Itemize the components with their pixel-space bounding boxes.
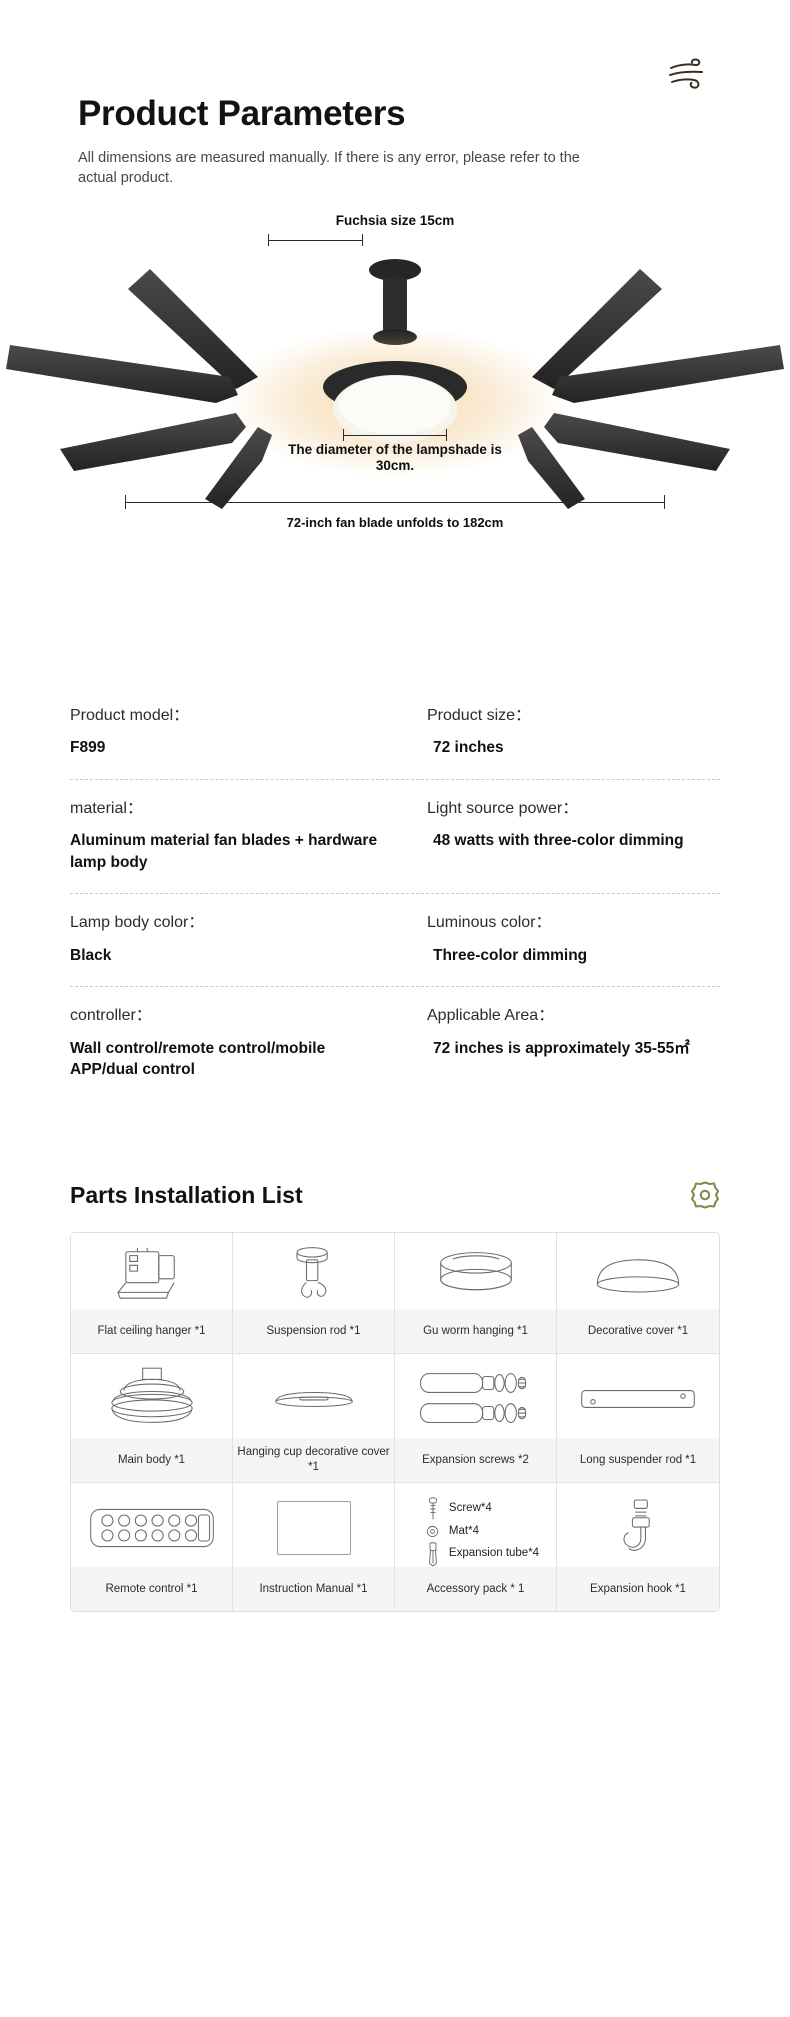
page-header: Product Parameters All dimensions are me… (0, 0, 790, 189)
part-label: Hanging cup decorative cover *1 (233, 1438, 394, 1483)
shade-dimension-label: The diameter of the lampshade is 30cm. (288, 441, 502, 474)
part-cell-accessory-pack[interactable]: Screw*4 Mat*4 (395, 1483, 557, 1612)
page-subtitle: All dimensions are measured manually. If… (78, 149, 580, 187)
spec-row: Lamp body color： Black Luminous color： T… (70, 894, 720, 987)
accessory-item-screw: Screw*4 (426, 1496, 539, 1522)
accessory-item-label: Expansion tube*4 (448, 1547, 540, 1560)
parts-grid: Flat ceiling hanger *1 Suspension ro (70, 1232, 720, 1613)
spec-row: Product model： F899 Product size： 72 inc… (70, 687, 720, 780)
part-cell-long-suspender-rod[interactable]: Long suspender rod *1 (557, 1354, 719, 1484)
accessory-item-label: Screw*4 (448, 1501, 492, 1514)
hanging-cup-decorative-cover-icon (233, 1354, 394, 1439)
spec-value: Black (70, 946, 112, 964)
part-label: Suspension rod *1 (233, 1309, 394, 1354)
spec-cell-product-model: Product model： F899 (70, 705, 395, 759)
spec-key: Product size： (427, 706, 532, 724)
part-cell-flat-ceiling-hanger[interactable]: Flat ceiling hanger *1 (71, 1233, 233, 1355)
part-cell-gu-worm-hanging[interactable]: Gu worm hanging *1 (395, 1233, 557, 1355)
spec-cell-product-size: Product size： 72 inches (395, 705, 720, 759)
remote-control-icon (71, 1483, 232, 1568)
spec-key: Light source power： (427, 799, 579, 817)
wind-icon (664, 55, 710, 95)
suspension-rod-icon (233, 1233, 394, 1310)
spec-row: material： Aluminum material fan blades +… (70, 780, 720, 894)
part-cell-hanging-cup-decorative-cover[interactable]: Hanging cup decorative cover *1 (233, 1354, 395, 1484)
accessory-pack-icon: Screw*4 Mat*4 (395, 1483, 556, 1568)
spec-cell-luminous-color: Luminous color： Three-color dimming (395, 912, 720, 966)
spec-value: Aluminum material fan blades + hardware … (70, 832, 378, 871)
part-label: Gu worm hanging *1 (395, 1309, 556, 1354)
bottom-dimension-bracket (125, 494, 665, 509)
long-suspender-rod-icon (557, 1354, 719, 1439)
spec-key: Luminous color： (427, 913, 552, 931)
gear-icon (690, 1180, 720, 1210)
bottom-dimension-label: 72-inch fan blade unfolds to 182cm (286, 514, 504, 530)
part-label: Expansion hook *1 (557, 1567, 719, 1612)
page-title: Product Parameters (78, 94, 406, 133)
accessory-pack-list: Screw*4 Mat*4 (412, 1489, 539, 1567)
part-cell-expansion-screws[interactable]: Expansion screws *2 (395, 1354, 557, 1484)
shade-dimension-bracket (343, 428, 447, 441)
part-cell-suspension-rod[interactable]: Suspension rod *1 (233, 1233, 395, 1355)
part-label: Accessory pack * 1 (395, 1567, 556, 1612)
spec-cell-applicable-area: Applicable Area： 72 inches is approximat… (395, 1005, 720, 1080)
spec-cell-light-source-power: Light source power： 48 watts with three-… (395, 798, 720, 873)
spec-key: material： (70, 799, 143, 817)
top-dimension-bracket (268, 233, 363, 246)
part-cell-expansion-hook[interactable]: Expansion hook *1 (557, 1483, 719, 1612)
spec-key: controller： (70, 1006, 152, 1024)
mat-icon (426, 1525, 440, 1538)
specifications-table: Product model： F899 Product size： 72 inc… (70, 687, 720, 1101)
part-label: Decorative cover *1 (557, 1309, 719, 1354)
fan-diagram: Fuchsia size 15cm (0, 207, 790, 627)
parts-installation-section: Parts Installation List (70, 1180, 720, 1613)
part-label: Flat ceiling hanger *1 (71, 1309, 232, 1354)
spec-value: 48 watts with three-color dimming (433, 832, 684, 850)
expansion-hook-icon (557, 1483, 719, 1568)
part-label: Main body *1 (71, 1438, 232, 1483)
part-cell-instruction-manual[interactable]: Instruction Manual *1 (233, 1483, 395, 1612)
part-cell-main-body[interactable]: Main body *1 (71, 1354, 233, 1484)
part-label: Expansion screws *2 (395, 1438, 556, 1483)
main-body-icon (71, 1354, 232, 1439)
spec-key: Lamp body color： (70, 913, 205, 931)
part-cell-decorative-cover[interactable]: Decorative cover *1 (557, 1233, 719, 1355)
spec-key: Product model： (70, 706, 190, 724)
part-cell-remote-control[interactable]: Remote control *1 (71, 1483, 233, 1612)
part-label: Instruction Manual *1 (233, 1567, 394, 1612)
expansion-screws-icon (395, 1354, 556, 1439)
spec-value: Wall control/remote control/mobile APP/d… (70, 1039, 326, 1078)
spec-cell-controller: controller： Wall control/remote control/… (70, 1005, 395, 1080)
parts-title: Parts Installation List (70, 1181, 303, 1208)
instruction-manual-icon (233, 1483, 394, 1568)
spec-value: F899 (70, 739, 106, 757)
spec-value: Three-color dimming (433, 946, 588, 964)
spec-key: Applicable Area： (427, 1006, 555, 1024)
top-dimension-label: Fuchsia size 15cm (335, 212, 455, 228)
part-label: Long suspender rod *1 (557, 1438, 719, 1483)
ceiling-fan-illustration (6, 258, 784, 509)
accessory-item-expansion-tube: Expansion tube*4 (426, 1541, 539, 1567)
spec-value: 72 inches is approximately 35-55㎡ (433, 1039, 690, 1057)
screw-icon (426, 1496, 440, 1522)
spec-row: controller： Wall control/remote control/… (70, 987, 720, 1100)
spec-cell-lamp-body-color: Lamp body color： Black (70, 912, 395, 966)
decorative-cover-icon (557, 1233, 719, 1310)
spec-value: 72 inches (433, 739, 504, 757)
accessory-item-label: Mat*4 (448, 1524, 479, 1537)
part-label: Remote control *1 (71, 1567, 232, 1612)
expansion-tube-icon (426, 1541, 440, 1567)
gu-worm-hanging-icon (395, 1233, 556, 1310)
parts-header: Parts Installation List (70, 1180, 720, 1210)
flat-ceiling-hanger-icon (71, 1233, 232, 1310)
spec-cell-material: material： Aluminum material fan blades +… (70, 798, 395, 873)
accessory-item-mat: Mat*4 (426, 1525, 539, 1539)
